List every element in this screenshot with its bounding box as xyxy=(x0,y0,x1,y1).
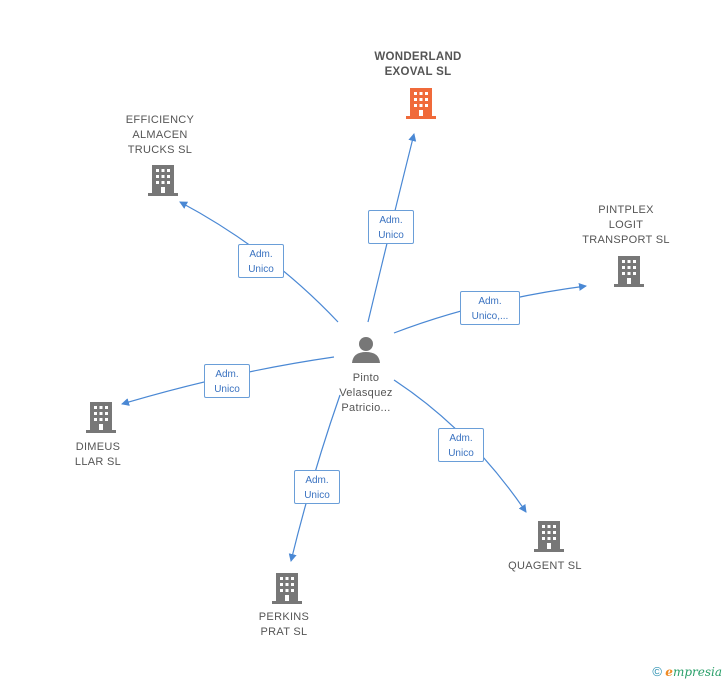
company-label-dimeus[interactable]: DIMEUS LLAR SL xyxy=(74,441,122,468)
company-label-wonderland[interactable]: WONDERLAND EXOVAL SL xyxy=(374,51,462,78)
company-label-pintplex[interactable]: PINTPLEX LOGIT TRANSPORT SL xyxy=(582,204,670,246)
building-icon-pintplex[interactable] xyxy=(612,254,646,288)
brand-logo-initial: e xyxy=(665,665,673,679)
relation-badge-pintplex[interactable]: Adm. Unico,... xyxy=(460,291,520,325)
relation-badge-wonderland[interactable]: Adm. Unico xyxy=(368,210,414,244)
relation-badge-efficiency[interactable]: Adm. Unico xyxy=(238,244,284,278)
building-icon-perkins[interactable] xyxy=(270,571,304,605)
building-icon-quagent[interactable] xyxy=(532,519,566,553)
copyright-icon: © xyxy=(652,664,662,679)
company-label-perkins[interactable]: PERKINS PRAT SL xyxy=(258,611,310,638)
relation-badge-dimeus[interactable]: Adm. Unico xyxy=(204,364,250,398)
building-icon-efficiency[interactable] xyxy=(146,163,180,197)
relation-badge-quagent[interactable]: Adm. Unico xyxy=(438,428,484,462)
building-icon-wonderland[interactable] xyxy=(404,86,438,120)
company-label-quagent[interactable]: QUAGENT SL xyxy=(508,560,582,572)
brand-logo-text: mpresia xyxy=(672,665,722,679)
person-label[interactable]: Pinto Velasquez Patricio... xyxy=(339,372,393,414)
company-label-efficiency[interactable]: EFFICIENCY ALMACEN TRUCKS SL xyxy=(125,114,195,156)
brand-footer: © empresia xyxy=(652,664,722,679)
person-icon[interactable] xyxy=(351,336,381,364)
building-icon-dimeus[interactable] xyxy=(84,400,118,434)
relation-badge-perkins[interactable]: Adm. Unico xyxy=(294,470,340,504)
